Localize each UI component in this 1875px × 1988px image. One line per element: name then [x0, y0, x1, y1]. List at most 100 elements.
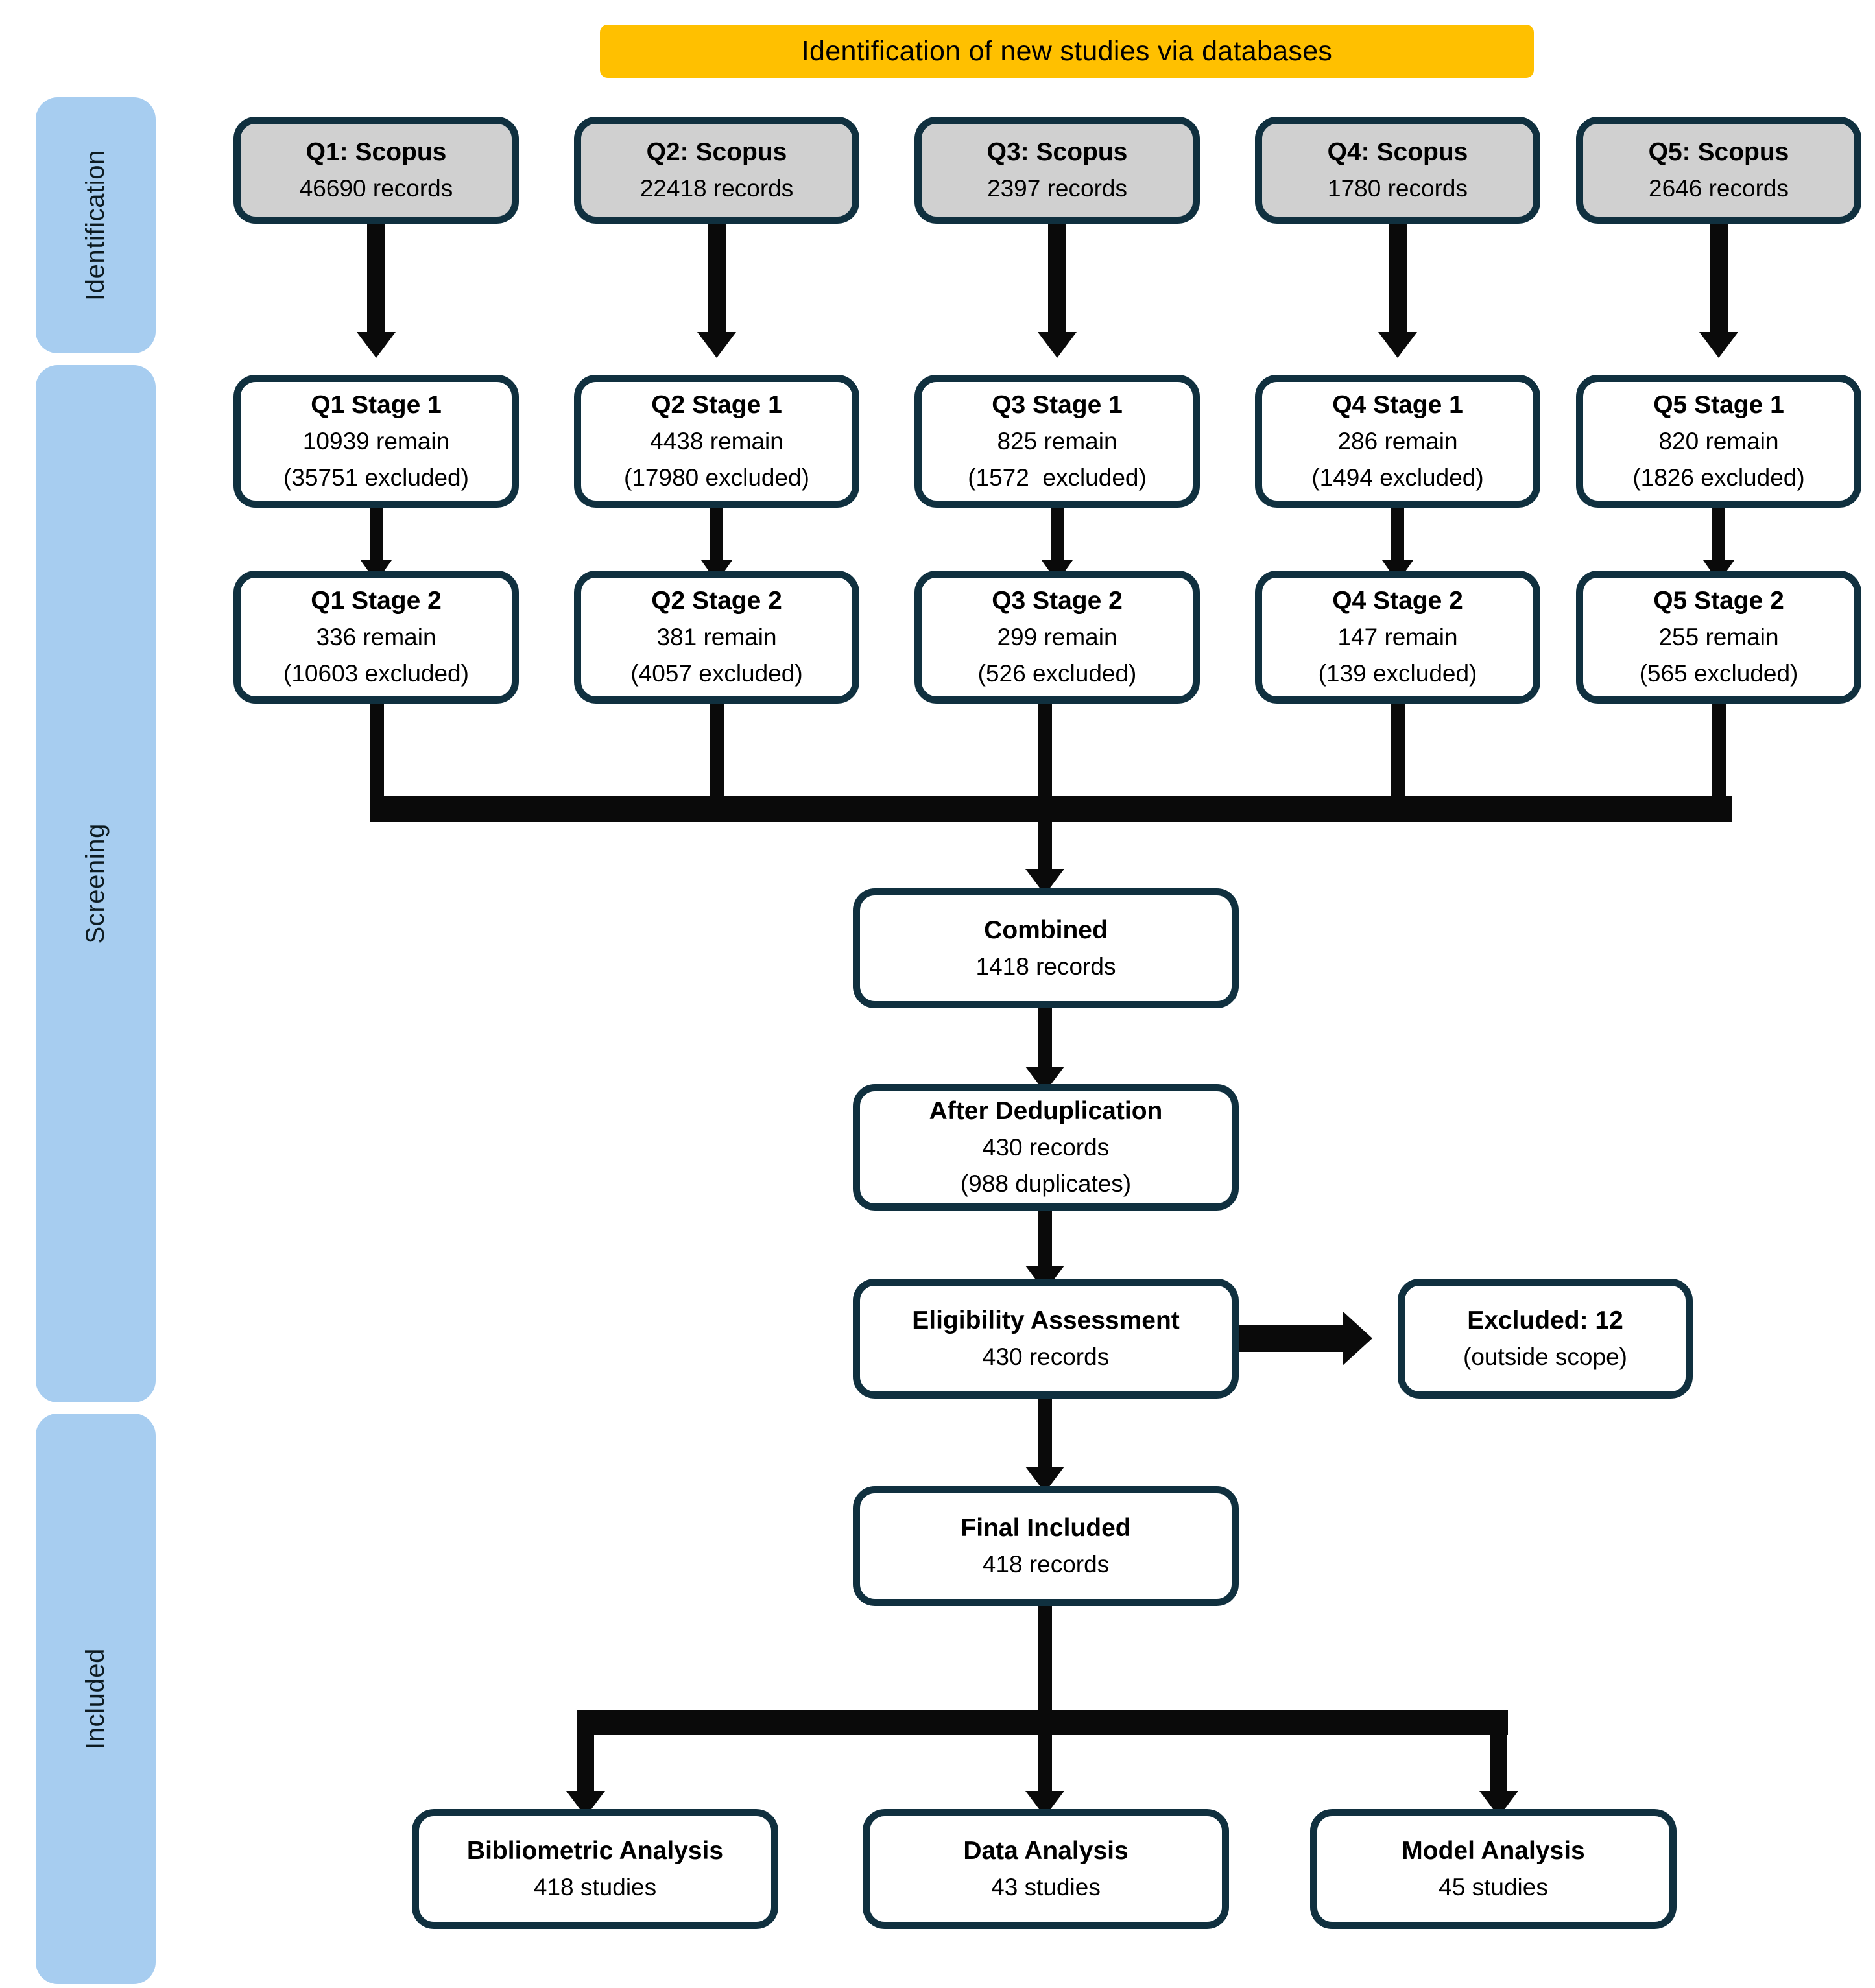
source-q2-title: Q2: Scopus — [646, 137, 787, 166]
source-q3-records: 2397 records — [987, 174, 1127, 202]
stage2-q5-excluded: (565 excluded) — [1639, 659, 1798, 687]
connector-q5-source-to-stage1 — [1710, 220, 1728, 336]
source-box-q2[interactable]: Q2: Scopus 22418 records — [574, 117, 859, 224]
output-box-model-analysis[interactable]: Model Analysis 45 studies — [1310, 1809, 1677, 1929]
dedup-duplicates: (988 duplicates) — [960, 1170, 1132, 1197]
band-identification-label: Identification — [81, 150, 110, 301]
source-box-q3[interactable]: Q3: Scopus 2397 records — [914, 117, 1200, 224]
output-box-bibliometric[interactable]: Bibliometric Analysis 418 studies — [412, 1809, 778, 1929]
arrowhead-q1-stage1 — [357, 332, 396, 358]
connector-q5-stage1-to-stage2 — [1712, 504, 1725, 564]
final-included-box[interactable]: Final Included 418 records — [853, 1486, 1239, 1606]
stage2-q4-title: Q4 Stage 2 — [1332, 587, 1463, 615]
arrowhead-q3-stage1 — [1038, 332, 1077, 358]
stage1-q3-remain: 825 remain — [997, 428, 1117, 455]
excluded-box[interactable]: Excluded: 12 (outside scope) — [1398, 1279, 1693, 1399]
dedup-records: 430 records — [982, 1134, 1110, 1161]
stage1-q4-excluded: (1494 excluded) — [1311, 464, 1484, 491]
stage2-q1-title: Q1 Stage 2 — [311, 587, 442, 615]
stage1-q4-title: Q4 Stage 1 — [1332, 391, 1463, 420]
connector-dedup-to-eligibility — [1038, 1207, 1052, 1272]
output-model-analysis-count: 45 studies — [1439, 1873, 1548, 1900]
header-banner-title: Identification of new studies via databa… — [801, 35, 1333, 67]
stage1-box-q2[interactable]: Q2 Stage 1 4438 remain (17980 excluded) — [574, 375, 859, 508]
eligibility-box[interactable]: Eligibility Assessment 430 records — [853, 1279, 1239, 1399]
source-q5-records: 2646 records — [1649, 174, 1789, 202]
output-data-analysis-count: 43 studies — [991, 1873, 1101, 1900]
source-q2-records: 22418 records — [639, 174, 794, 202]
arrowhead-q5-stage1 — [1699, 332, 1738, 358]
stage2-box-q4[interactable]: Q4 Stage 2 147 remain (139 excluded) — [1255, 571, 1540, 704]
connector-q3-source-to-stage1 — [1048, 220, 1066, 336]
stage1-q2-title: Q2 Stage 1 — [651, 391, 782, 420]
source-q5-title: Q5: Scopus — [1648, 137, 1789, 166]
arrowhead-q4-stage1 — [1378, 332, 1417, 358]
stage2-q5-title: Q5 Stage 2 — [1653, 587, 1784, 615]
connector-q2-stage1-to-stage2 — [710, 504, 723, 564]
stage1-q5-title: Q5 Stage 1 — [1653, 391, 1784, 420]
stage2-q2-remain: 381 remain — [656, 624, 777, 651]
merge-stem-q5 — [1712, 700, 1726, 798]
stage2-q2-title: Q2 Stage 2 — [651, 587, 782, 615]
excluded-reason: (outside scope) — [1463, 1343, 1627, 1370]
stage2-box-q3[interactable]: Q3 Stage 2 299 remain (526 excluded) — [914, 571, 1200, 704]
band-included: Included — [36, 1414, 156, 1984]
output-bibliometric-count: 418 studies — [533, 1873, 657, 1900]
source-box-q5[interactable]: Q5: Scopus 2646 records — [1576, 117, 1861, 224]
stage2-box-q2[interactable]: Q2 Stage 2 381 remain (4057 excluded) — [574, 571, 859, 704]
combined-records: 1418 records — [975, 953, 1116, 980]
stage1-q1-excluded: (35751 excluded) — [283, 464, 469, 491]
combined-title: Combined — [984, 916, 1108, 944]
stage1-box-q1[interactable]: Q1 Stage 1 10939 remain (35751 excluded) — [233, 375, 519, 508]
stage2-q5-remain: 255 remain — [1658, 624, 1779, 651]
merge-stem-q4 — [1391, 700, 1405, 798]
stage1-box-q5[interactable]: Q5 Stage 1 820 remain (1826 excluded) — [1576, 375, 1861, 508]
stage1-q2-excluded: (17980 excluded) — [624, 464, 809, 491]
stage1-q5-remain: 820 remain — [1658, 428, 1779, 455]
split-stem-bibliometric — [577, 1731, 594, 1796]
split-stem-from-final — [1038, 1603, 1052, 1723]
connector-q4-stage1-to-stage2 — [1391, 504, 1404, 564]
dedup-title: After Deduplication — [929, 1097, 1163, 1126]
stage1-q3-title: Q3 Stage 1 — [992, 391, 1123, 420]
connector-combined-to-dedup — [1038, 1005, 1052, 1073]
connector-q3-stage1-to-stage2 — [1051, 504, 1064, 564]
band-included-label: Included — [81, 1648, 110, 1750]
eligibility-title: Eligibility Assessment — [912, 1306, 1180, 1334]
header-banner: Identification of new studies via databa… — [600, 25, 1534, 78]
source-box-q1[interactable]: Q1: Scopus 46690 records — [233, 117, 519, 224]
arrowhead-q2-stage1 — [697, 332, 736, 358]
source-box-q4[interactable]: Q4: Scopus 1780 records — [1255, 117, 1540, 224]
final-included-records: 418 records — [982, 1550, 1110, 1578]
combined-box[interactable]: Combined 1418 records — [853, 888, 1239, 1008]
arrowhead-excluded — [1343, 1311, 1372, 1366]
band-identification: Identification — [36, 97, 156, 353]
split-stem-data-analysis — [1038, 1731, 1052, 1796]
stage2-q4-excluded: (139 excluded) — [1318, 659, 1477, 687]
stage2-q2-excluded: (4057 excluded) — [630, 659, 803, 687]
connector-eligibility-to-final — [1038, 1395, 1052, 1473]
stage2-box-q1[interactable]: Q1 Stage 2 336 remain (10603 excluded) — [233, 571, 519, 704]
connector-q2-source-to-stage1 — [708, 220, 726, 336]
output-box-data-analysis[interactable]: Data Analysis 43 studies — [863, 1809, 1229, 1929]
source-q1-records: 46690 records — [299, 174, 453, 202]
merge-bar-screening — [370, 796, 1732, 822]
connector-q4-source-to-stage1 — [1389, 220, 1407, 336]
stage1-box-q3[interactable]: Q3 Stage 1 825 remain (1572 excluded) — [914, 375, 1200, 508]
merge-stem-q3 — [1038, 700, 1052, 798]
stage2-box-q5[interactable]: Q5 Stage 2 255 remain (565 excluded) — [1576, 571, 1861, 704]
merge-stem-q2 — [710, 700, 724, 798]
merge-stem-q1 — [370, 700, 384, 798]
output-model-analysis-title: Model Analysis — [1402, 1836, 1585, 1865]
output-bibliometric-title: Bibliometric Analysis — [466, 1836, 724, 1865]
split-stem-model-analysis — [1490, 1731, 1507, 1796]
dedup-box[interactable]: After Deduplication 430 records (988 dup… — [853, 1084, 1239, 1211]
source-q3-title: Q3: Scopus — [986, 137, 1128, 166]
band-screening: Screening — [36, 365, 156, 1402]
stage1-q4-remain: 286 remain — [1337, 428, 1458, 455]
stage1-box-q4[interactable]: Q4 Stage 1 286 remain (1494 excluded) — [1255, 375, 1540, 508]
excluded-title: Excluded: 12 — [1467, 1306, 1623, 1334]
stage2-q3-excluded: (526 excluded) — [977, 659, 1137, 687]
connector-eligibility-to-excluded — [1236, 1325, 1343, 1352]
stage1-q5-excluded: (1826 excluded) — [1632, 464, 1805, 491]
